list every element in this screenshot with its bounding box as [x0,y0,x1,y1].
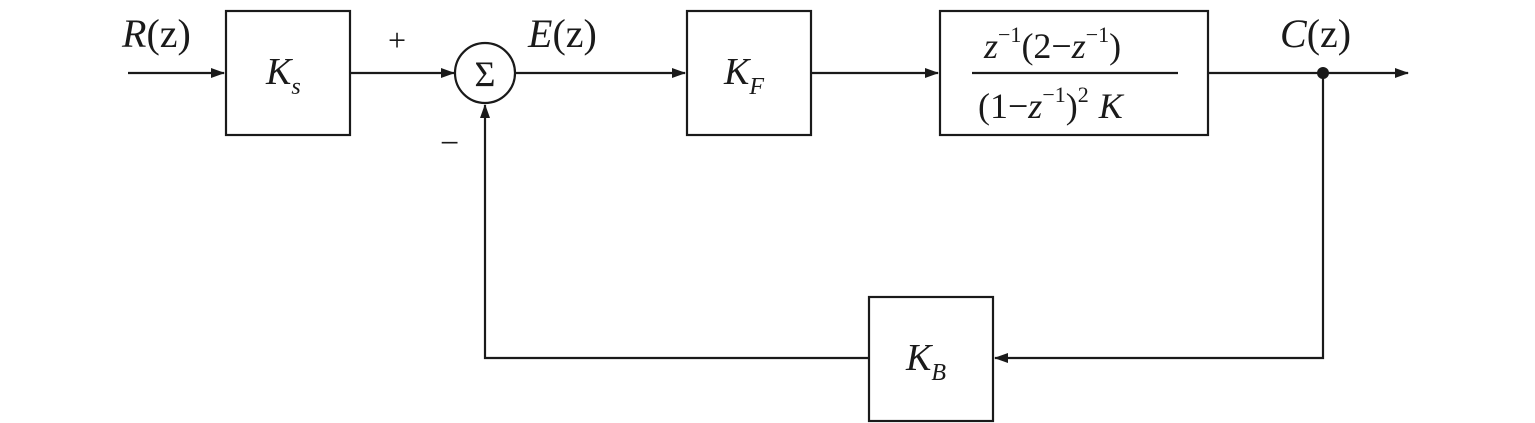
kb-block-label: KB [905,337,946,386]
error-signal-label: E(z) [527,11,597,56]
feedback-to-kb-arrow [994,73,1325,363]
sigma-symbol: Σ [475,54,496,94]
ks-block-label: Ks [265,51,301,100]
input-signal-label: R(z) [121,11,191,56]
plant-numerator: z−1(2−z−1) [983,22,1121,66]
minus-sign: − [440,125,459,162]
kf-block-label: KF [723,51,764,100]
plus-sign: + [388,22,406,58]
feedback-to-sum-arrow [480,104,869,360]
kf-block [685,9,813,137]
kb-block [867,295,995,423]
output-signal-label: C(z) [1280,11,1351,56]
